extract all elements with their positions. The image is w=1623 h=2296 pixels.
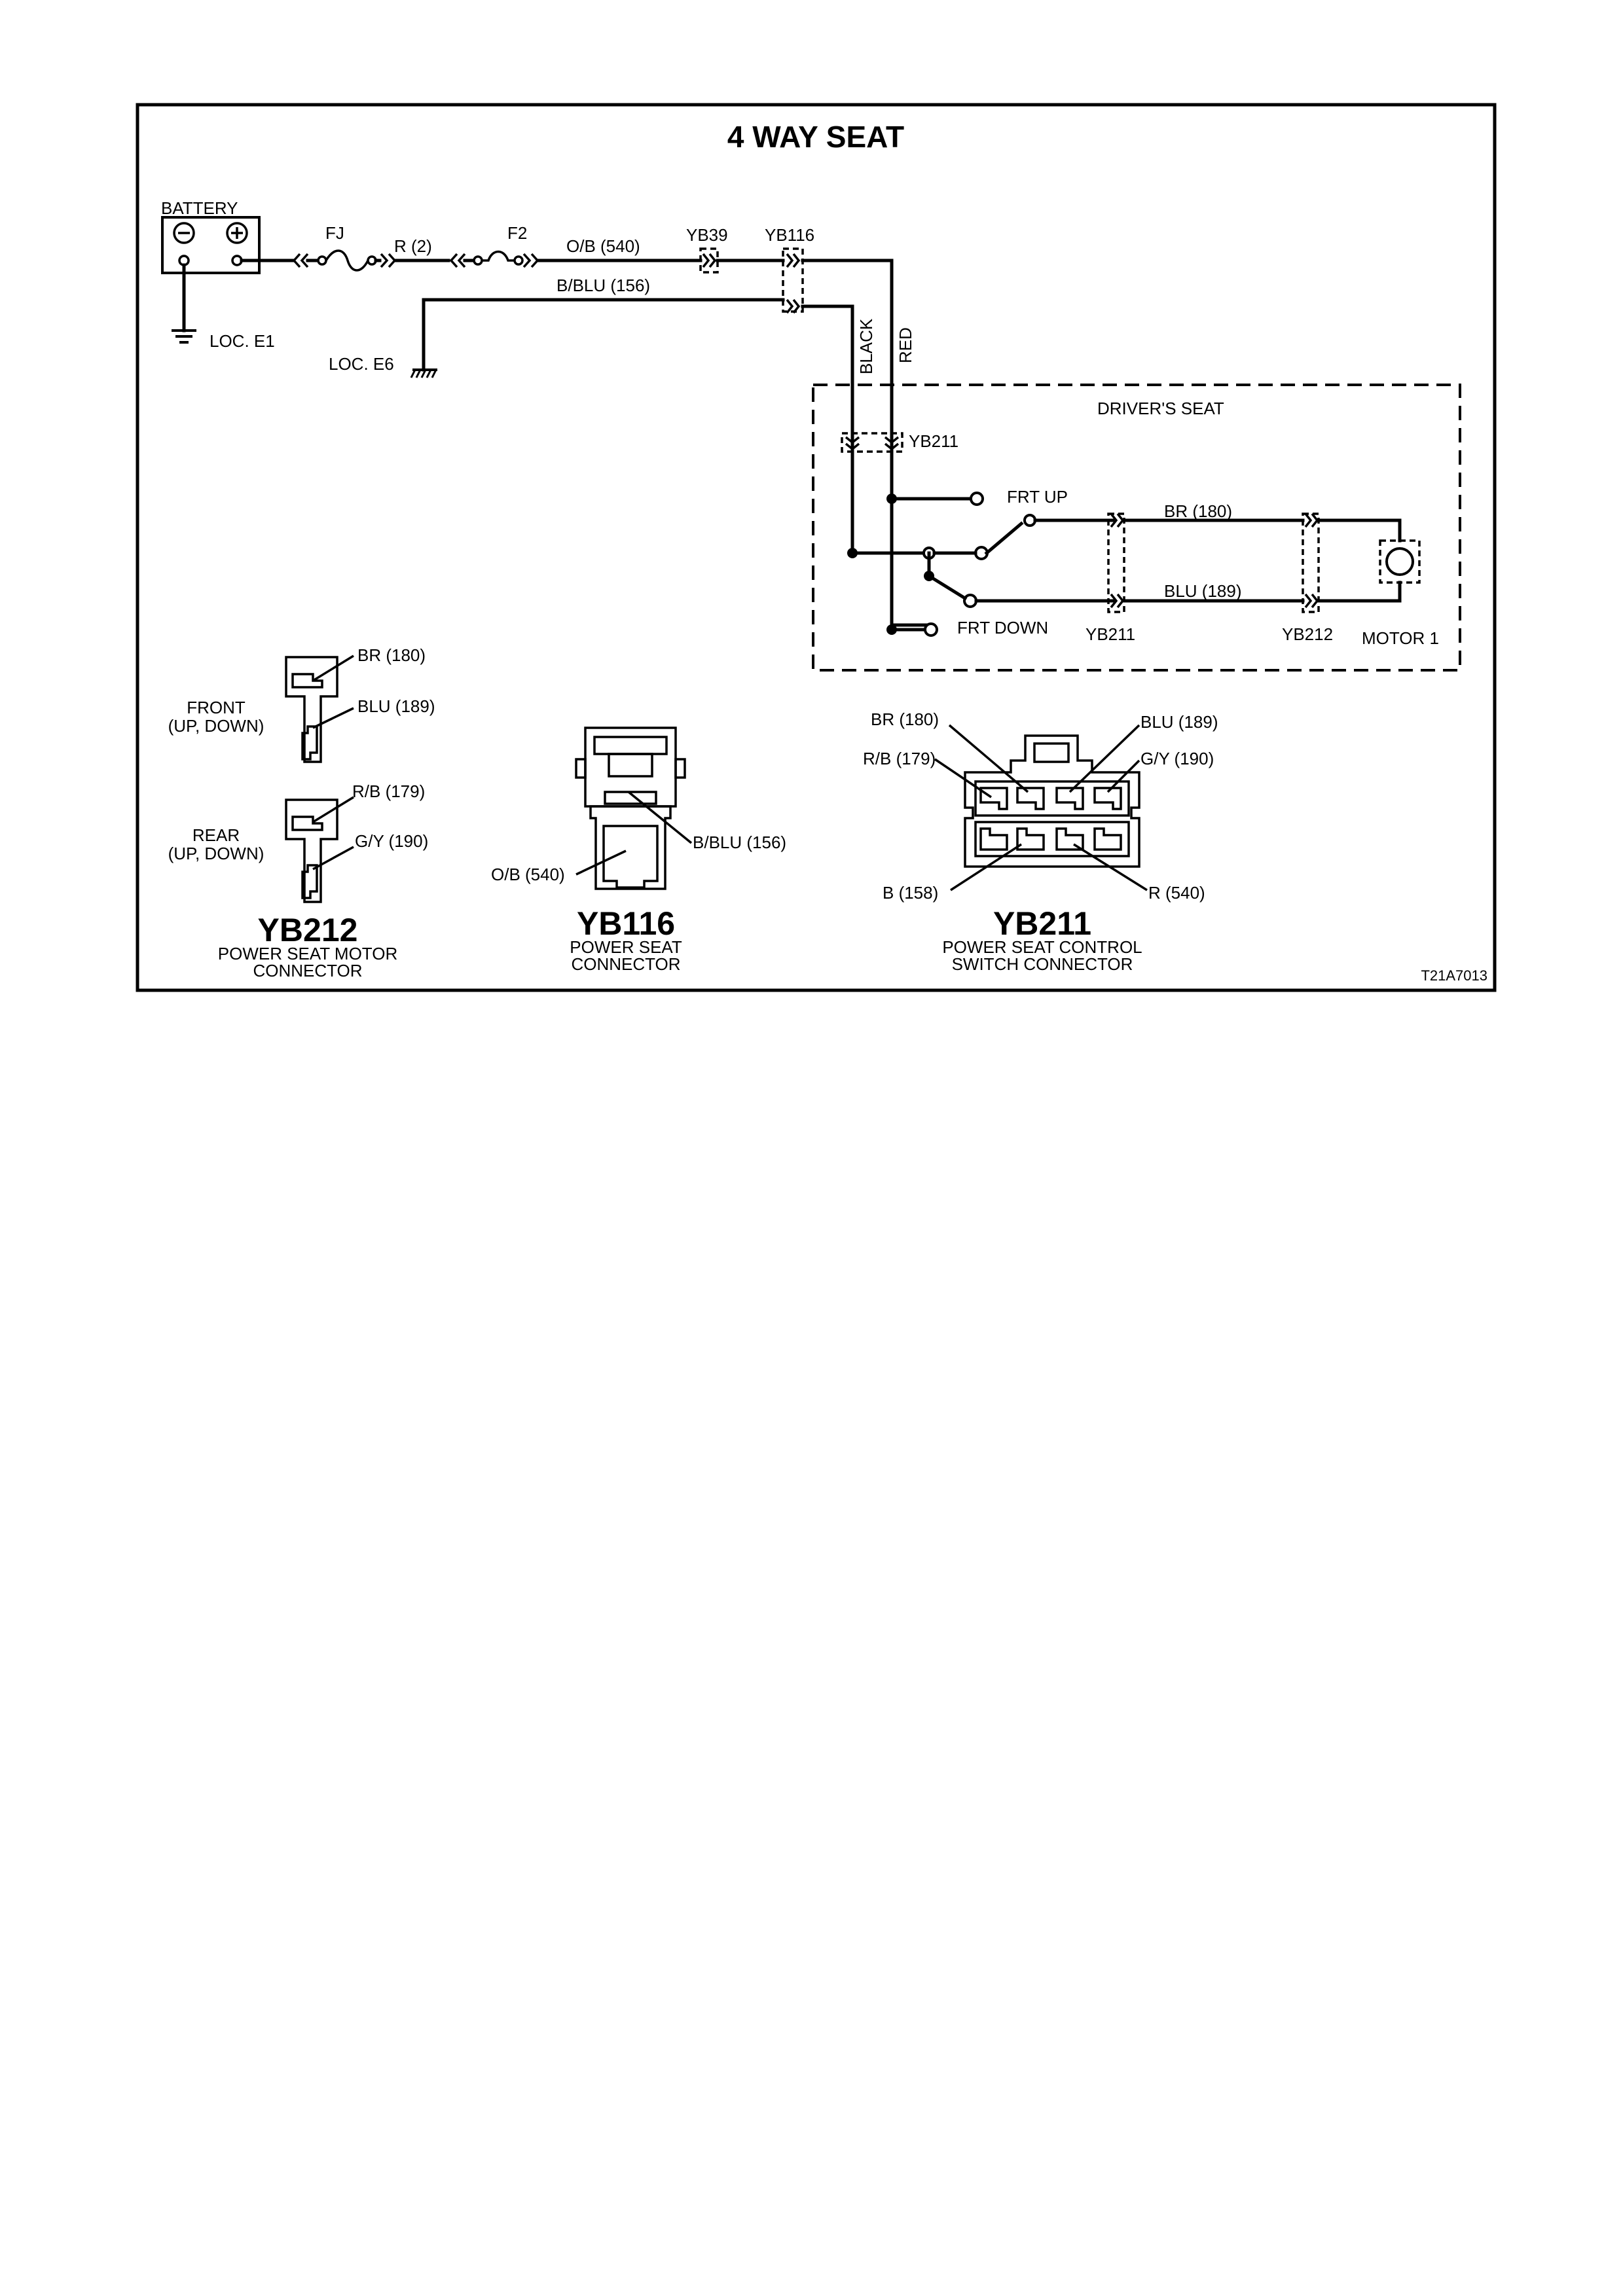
diagram-title: 4 WAY SEAT [727,120,904,154]
wire-blu189-label: BLU (189) [1164,581,1242,601]
battery-label: BATTERY [161,198,238,218]
connector-yb211-top-icon [841,432,903,453]
yb212-front-sub-label: (UP, DOWN) [168,716,264,736]
yb212-br180-label: BR (180) [357,645,426,665]
connector-yb39-label: YB39 [686,225,728,245]
fuse-fj-label: FJ [325,223,344,243]
motor-icon [1379,539,1421,584]
connector-yb211-bottom-label: YB211 [1085,624,1135,644]
yb211-desc-line2: SWITCH CONNECTOR [952,954,1133,974]
yb211-blu189-label: BLU (189) [1140,712,1218,732]
wire-bblu156-label: B/BLU (156) [556,276,650,295]
yb212-rear-sub-label: (UP, DOWN) [168,844,264,863]
yb212-rb179-label: R/B (179) [352,781,425,801]
battery-negative-icon [173,222,195,244]
wire-r2-label: R (2) [394,236,432,256]
yb116-ob540-label: O/B (540) [491,865,565,884]
ground-e6-icon [410,368,437,378]
fuse-f2-label: F2 [507,223,527,243]
yb212-desc-line1: POWER SEAT MOTOR [218,944,397,963]
switch-contact-frt-down [924,622,938,637]
motor-label: MOTOR 1 [1362,628,1439,648]
yb212-front-connector-icon [285,656,338,763]
wire-red-label: RED [896,327,915,363]
yb116-code: YB116 [577,905,675,942]
yb211-b158-label: B (158) [883,883,938,903]
yb116-desc-line1: POWER SEAT [570,937,682,957]
yb211-rb179-label: R/B (179) [863,749,936,768]
yb211-desc-line1: POWER SEAT CONTROL [942,937,1142,957]
ground-e1-icon [172,329,196,344]
diagram-ref-code: T21A7013 [1421,967,1487,984]
yb211-br180-label: BR (180) [871,709,939,729]
ground-e1-label: LOC. E1 [210,331,275,351]
ground-e6-label: LOC. E6 [329,354,394,374]
switch-frt-down-label: FRT DOWN [957,618,1048,637]
switch-contact-frt-up [970,492,984,506]
yb212-desc-line2: CONNECTOR [253,961,362,980]
drivers-seat-label: DRIVER'S SEAT [1097,399,1224,418]
connector-yb212-label: YB212 [1282,624,1333,644]
drivers-seat-box [812,384,1461,672]
wire-br180-label: BR (180) [1164,501,1232,521]
yb116-connector-icon [575,726,686,890]
yb211-code: YB211 [993,905,1091,942]
wire-black-label: BLACK [856,318,876,374]
yb212-rear-connector-icon [285,798,338,903]
yb212-blu189-label: BLU (189) [357,696,435,716]
yb212-gy190-label: G/Y (190) [355,831,428,851]
yb211-gy190-label: G/Y (190) [1140,749,1214,768]
yb212-rear-label: REAR [192,825,240,845]
fuse-fj-icon [292,249,397,272]
connector-yb211-bottom-icon [1107,512,1125,613]
connector-yb116-label: YB116 [765,225,814,245]
yb212-front-label: FRONT [187,698,246,717]
connector-yb211-top-label: YB211 [909,431,958,451]
diagram-frame [136,103,1497,992]
wire-ob540-label: O/B (540) [566,236,640,256]
fuse-f2-icon [449,250,539,268]
yb116-bblu156-label: B/BLU (156) [693,833,786,852]
yb211-r540-label: R (540) [1148,883,1205,903]
yb116-desc-line2: CONNECTOR [571,954,680,974]
battery-positive-icon [226,222,248,244]
yb211-connector-icon [964,734,1140,868]
connector-yb212-icon [1302,512,1320,613]
connector-yb39-icon [699,247,719,274]
connector-yb116-icon [782,247,804,314]
switch-frt-up-label: FRT UP [1007,487,1068,507]
yb212-code: YB212 [258,912,358,948]
